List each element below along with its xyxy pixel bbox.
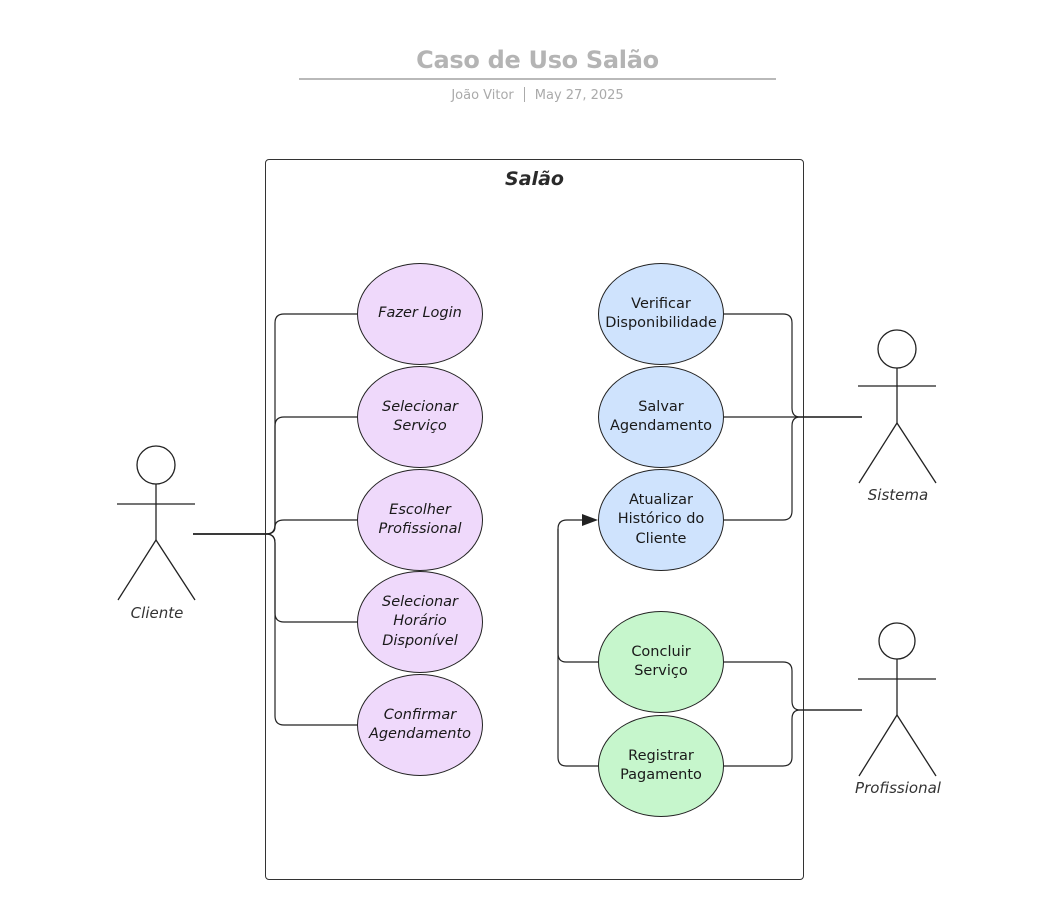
use-case-selecionar-horario[interactable]: Selecionar Horário Disponível xyxy=(357,571,483,673)
author-name: João Vitor xyxy=(451,88,514,103)
arrow-head-icon xyxy=(582,514,598,526)
assoc-profissional-registrar-pagamento xyxy=(724,709,862,767)
assoc-cliente-escolher-profissional xyxy=(193,519,357,535)
assoc-profissional-concluir-servico xyxy=(724,661,862,711)
use-case-salvar-agendamento[interactable]: Salvar Agendamento xyxy=(598,366,724,468)
use-case-concluir-servico[interactable]: Concluir Serviço xyxy=(598,611,724,713)
diagram-title: Caso de Uso Salão xyxy=(416,46,659,74)
include-concluir-to-atualizar xyxy=(557,519,598,663)
assoc-sistema-verificar-disponibilidade xyxy=(724,313,862,418)
actor-stick-figure-icon xyxy=(858,329,937,484)
diagram-meta: João Vitor May 27, 2025 xyxy=(299,87,776,103)
assoc-cliente-selecionar-servico xyxy=(193,416,357,535)
actor-cliente-label: Cliente xyxy=(130,604,184,622)
actor-stick-figure-icon xyxy=(117,445,196,601)
actor-profissional[interactable]: Profissional xyxy=(848,621,948,801)
diagram-date: May 27, 2025 xyxy=(534,88,624,103)
system-boundary-label: Salão xyxy=(505,168,564,190)
actor-sistema-label: Sistema xyxy=(867,486,929,504)
use-case-fazer-login[interactable]: Fazer Login xyxy=(357,263,483,365)
title-divider xyxy=(299,78,776,80)
include-registrar-to-atualizar xyxy=(557,529,598,767)
assoc-cliente-confirmar-agendamento xyxy=(193,533,357,726)
actor-sistema[interactable]: Sistema xyxy=(848,328,948,508)
use-case-escolher-profissional[interactable]: Escolher Profissional xyxy=(357,469,483,571)
use-case-selecionar-servico[interactable]: Selecionar Serviço xyxy=(357,366,483,468)
diagram-header: Caso de Uso Salão João Vitor May 27, 2025 xyxy=(299,46,776,103)
actor-cliente[interactable]: Cliente xyxy=(107,445,207,625)
actor-profissional-label: Profissional xyxy=(855,779,941,797)
actor-stick-figure-icon xyxy=(858,622,937,777)
assoc-sistema-atualizar-historico xyxy=(724,416,862,521)
use-case-atualizar-historico[interactable]: Atualizar Histórico do Cliente xyxy=(598,469,724,571)
meta-separator xyxy=(523,87,525,102)
use-case-verificar-disponibilidade[interactable]: Verificar Disponibilidade xyxy=(598,263,724,365)
system-boundary[interactable]: Salão xyxy=(265,159,804,880)
use-case-confirmar-agendamento[interactable]: Confirmar Agendamento xyxy=(357,674,483,776)
use-case-registrar-pagamento[interactable]: Registrar Pagamento xyxy=(598,715,724,817)
